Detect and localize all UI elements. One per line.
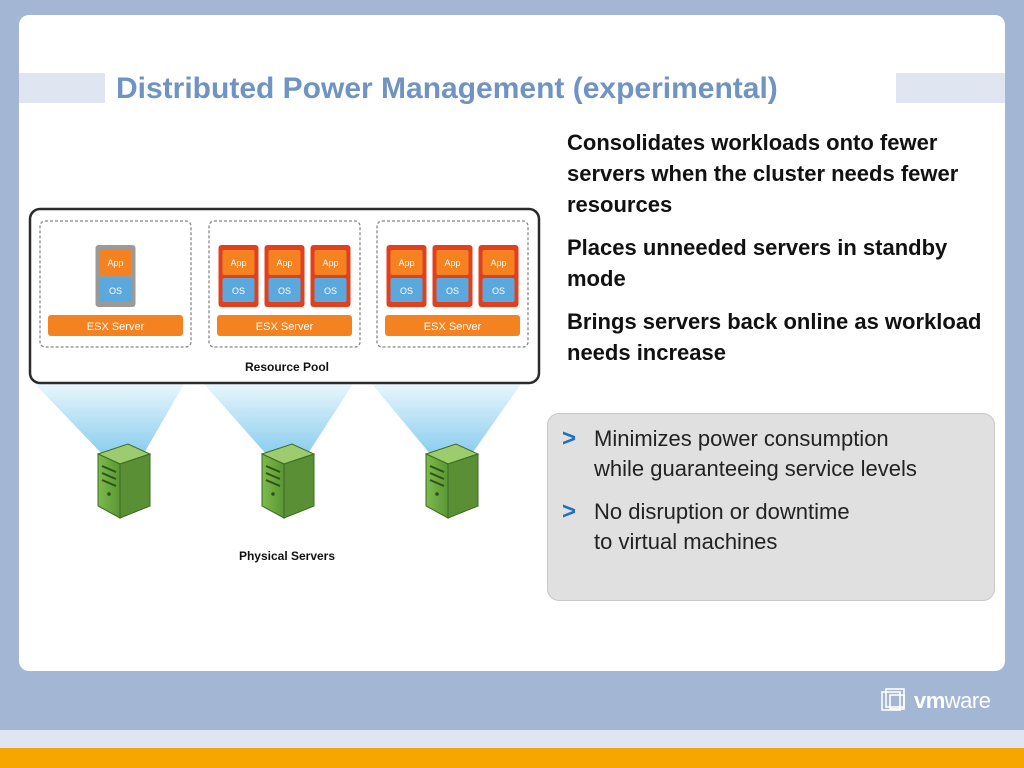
footer-stripe (0, 748, 1024, 768)
os-layer (314, 278, 347, 302)
drive-bay (429, 472, 445, 480)
os-label: OS (446, 286, 459, 296)
host-beam (35, 384, 184, 455)
os-label: OS (492, 286, 505, 296)
drive-bay (101, 472, 117, 480)
physical-server (424, 443, 480, 519)
drive-bay (101, 479, 117, 487)
os-label: OS (232, 286, 245, 296)
server-front (425, 453, 449, 519)
os-layer (268, 278, 301, 302)
app-label: App (444, 258, 460, 268)
title-accent-left (19, 73, 105, 103)
benefit-line: to virtual machines (594, 529, 778, 554)
app-layer (314, 250, 347, 275)
logo-vm: vm (914, 688, 945, 713)
title-accent-right (896, 73, 1005, 103)
server-front (97, 453, 121, 519)
app-label: App (230, 258, 246, 268)
benefit-item: > No disruption or downtime to virtual m… (562, 497, 974, 557)
host-beam (204, 384, 353, 455)
physical-servers-label: Physical Servers (239, 549, 335, 563)
esx-server-bar (217, 315, 352, 336)
benefit-line: Minimizes power consumption (594, 426, 889, 451)
vmware-mark-icon (881, 688, 905, 711)
esx-server-label: ESX Server (87, 321, 145, 333)
footer-band (0, 730, 1024, 748)
resource-pool-label: Resource Pool (245, 360, 329, 374)
power-led (271, 492, 275, 496)
point-consolidates: Consolidates workloads onto fewer server… (567, 130, 959, 217)
power-led (107, 492, 111, 496)
server-front (261, 453, 285, 519)
slide-title: Distributed Power Management (experiment… (116, 72, 778, 105)
os-layer (482, 278, 515, 302)
drive-bay (265, 465, 281, 473)
os-label: OS (400, 286, 413, 296)
esx-server-label: ESX Server (424, 321, 482, 333)
benefit-item: > Minimizes power consumption while guar… (562, 424, 974, 484)
os-layer (436, 278, 469, 302)
os-label: OS (109, 286, 122, 296)
app-layer (268, 250, 301, 275)
app-label: App (322, 258, 338, 268)
os-layer (222, 278, 255, 302)
benefit-line: No disruption or downtime (594, 499, 850, 524)
chevron-right-icon: > (562, 425, 577, 452)
app-layer (482, 250, 515, 275)
host-beam (372, 384, 521, 455)
benefit-line: while guaranteeing service levels (594, 456, 917, 481)
app-layer (99, 250, 132, 275)
benefits-callout: > Minimizes power consumption while guar… (547, 413, 995, 601)
os-layer (390, 278, 423, 302)
drive-bay (265, 479, 281, 487)
vmware-logo: vmware (880, 686, 991, 716)
app-label: App (107, 258, 123, 268)
point-standby: Places unneeded servers in standby mode (567, 235, 948, 291)
drive-bay (429, 465, 445, 473)
app-layer (390, 250, 423, 275)
os-layer (99, 278, 132, 302)
logo-ware: ware (944, 688, 991, 713)
server-side (119, 453, 151, 519)
app-layer (436, 250, 469, 275)
esx-server-label: ESX Server (256, 321, 314, 333)
server-side (283, 453, 315, 519)
esx-server-bar (385, 315, 520, 336)
drive-bay (429, 479, 445, 487)
app-layer (222, 250, 255, 275)
chevron-right-icon: > (562, 498, 577, 525)
app-label: App (490, 258, 506, 268)
key-points: Consolidates workloads onto fewer server… (567, 127, 987, 380)
esx-server-bar (48, 315, 183, 336)
physical-server (260, 443, 316, 519)
os-label: OS (324, 286, 337, 296)
drive-bay (265, 472, 281, 480)
drive-bay (101, 465, 117, 473)
power-led (435, 492, 439, 496)
physical-server (96, 443, 152, 519)
app-label: App (398, 258, 414, 268)
point-online: Brings servers back online as workload n… (567, 309, 982, 365)
server-side (447, 453, 479, 519)
app-label: App (276, 258, 292, 268)
os-label: OS (278, 286, 291, 296)
